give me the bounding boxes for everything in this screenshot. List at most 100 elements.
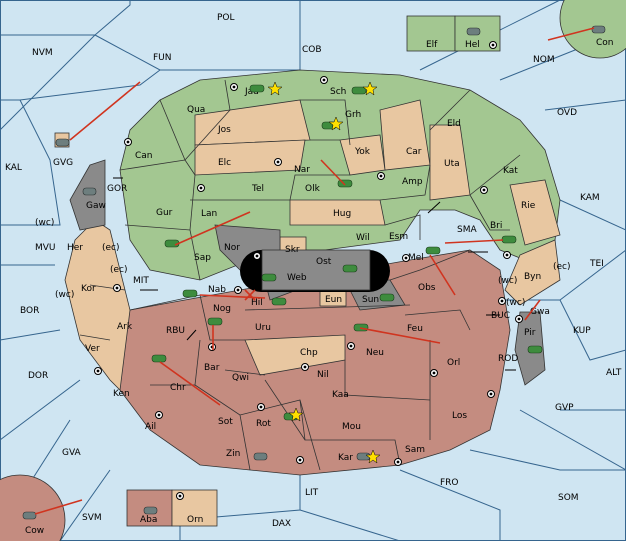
svg-text:Grh: Grh [345,110,361,120]
svg-text:Zin: Zin [226,449,240,459]
svg-text:(ec): (ec) [102,243,120,253]
svg-text:Yok: Yok [354,147,371,157]
svg-text:(ec): (ec) [553,262,571,272]
svg-text:Kor: Kor [81,284,96,294]
svg-text:Nil: Nil [317,370,329,380]
svg-text:Aba: Aba [140,515,157,525]
svg-text:Sam: Sam [405,445,425,455]
svg-text:Cow: Cow [25,526,44,536]
svg-text:GVG: GVG [53,158,73,168]
svg-text:KAL: KAL [5,163,22,173]
svg-text:(wc): (wc) [498,276,517,286]
svg-text:Byn: Byn [524,272,541,282]
svg-text:Skr: Skr [285,245,300,255]
continent-east-coast [504,239,561,306]
svg-text:Eun: Eun [325,295,342,305]
svg-text:Tel: Tel [251,184,264,194]
supply-centers [94,41,523,500]
svg-text:OVD: OVD [557,108,577,118]
svg-text:Amp: Amp [402,177,423,187]
svg-text:Her: Her [67,243,83,253]
svg-text:Orn: Orn [187,515,203,525]
svg-text:POL: POL [217,13,235,23]
svg-text:DAX: DAX [272,519,291,529]
svg-text:Qua: Qua [187,105,205,115]
svg-text:Hug: Hug [333,209,351,219]
order-arrows [34,27,595,515]
svg-text:MVU: MVU [35,243,56,253]
svg-text:Nog: Nog [213,304,231,314]
svg-text:Esm: Esm [389,232,408,242]
svg-text:Ail: Ail [145,422,156,432]
svg-text:Web: Web [287,273,307,283]
region-elf[interactable] [406,15,456,52]
svg-text:Elc: Elc [218,158,231,168]
svg-text:GVP: GVP [555,403,574,413]
svg-text:Nab: Nab [208,285,226,295]
svg-text:(wc): (wc) [506,298,525,308]
svg-text:Jos: Jos [217,125,231,135]
svg-text:Bri: Bri [490,221,502,231]
svg-text:GVA: GVA [62,448,82,458]
svg-text:Kar: Kar [338,453,353,463]
region-cow[interactable] [0,474,66,541]
svg-text:KAM: KAM [580,193,600,203]
svg-text:Gwa: Gwa [530,307,550,317]
svg-text:MIT: MIT [133,276,149,286]
svg-text:(wc): (wc) [35,218,54,228]
svg-text:(wc): (wc) [55,290,74,300]
svg-text:Chr: Chr [170,383,186,393]
svg-text:DOR: DOR [28,371,48,381]
svg-text:Neu: Neu [366,348,384,358]
svg-text:Nar: Nar [294,165,310,175]
svg-text:Hel: Hel [465,40,480,50]
svg-text:Bar: Bar [204,363,220,373]
svg-text:SMA: SMA [457,225,477,235]
svg-text:FRO: FRO [440,478,459,488]
svg-text:Rot: Rot [256,419,271,429]
region-elc[interactable] [194,139,306,176]
svg-text:FUN: FUN [153,53,172,63]
svg-text:COB: COB [302,45,322,55]
svg-text:Mel: Mel [408,253,424,263]
svg-text:Pir: Pir [524,328,536,338]
svg-text:Chp: Chp [300,348,318,358]
svg-text:Wil: Wil [356,233,370,243]
svg-text:Lan: Lan [201,209,217,219]
svg-text:Ver: Ver [85,344,100,354]
svg-text:Car: Car [406,147,422,157]
svg-text:Con: Con [596,38,614,48]
svg-text:Ost: Ost [316,257,332,267]
svg-text:Feu: Feu [407,324,423,334]
svg-text:ALT: ALT [606,368,622,378]
svg-text:BOR: BOR [20,306,39,316]
svg-text:Gur: Gur [156,208,173,218]
svg-text:RBU: RBU [166,326,185,336]
svg-text:Rie: Rie [521,201,536,211]
svg-text:KUP: KUP [573,326,591,336]
svg-text:Eld: Eld [447,119,461,129]
svg-text:Orl: Orl [447,358,460,368]
svg-text:Nor: Nor [224,243,240,253]
svg-text:GOR: GOR [107,184,127,194]
svg-text:Gaw: Gaw [86,201,106,211]
svg-text:Kaa: Kaa [332,390,349,400]
svg-text:Can: Can [135,151,153,161]
svg-text:BUC: BUC [491,311,510,321]
units [22,25,606,520]
svg-text:Uru: Uru [255,323,271,333]
svg-text:SVM: SVM [82,513,102,523]
region-rie[interactable] [509,179,561,246]
svg-text:Ark: Ark [117,322,133,332]
svg-text:Hil: Hil [251,298,263,308]
svg-text:Sun: Sun [362,295,379,305]
svg-text:TEI: TEI [589,259,604,269]
svg-text:Qwi: Qwi [232,373,249,383]
svg-text:LIT: LIT [305,488,319,498]
svg-text:Sap: Sap [194,253,211,263]
svg-text:Mou: Mou [342,422,361,432]
region-aba[interactable] [126,489,173,527]
